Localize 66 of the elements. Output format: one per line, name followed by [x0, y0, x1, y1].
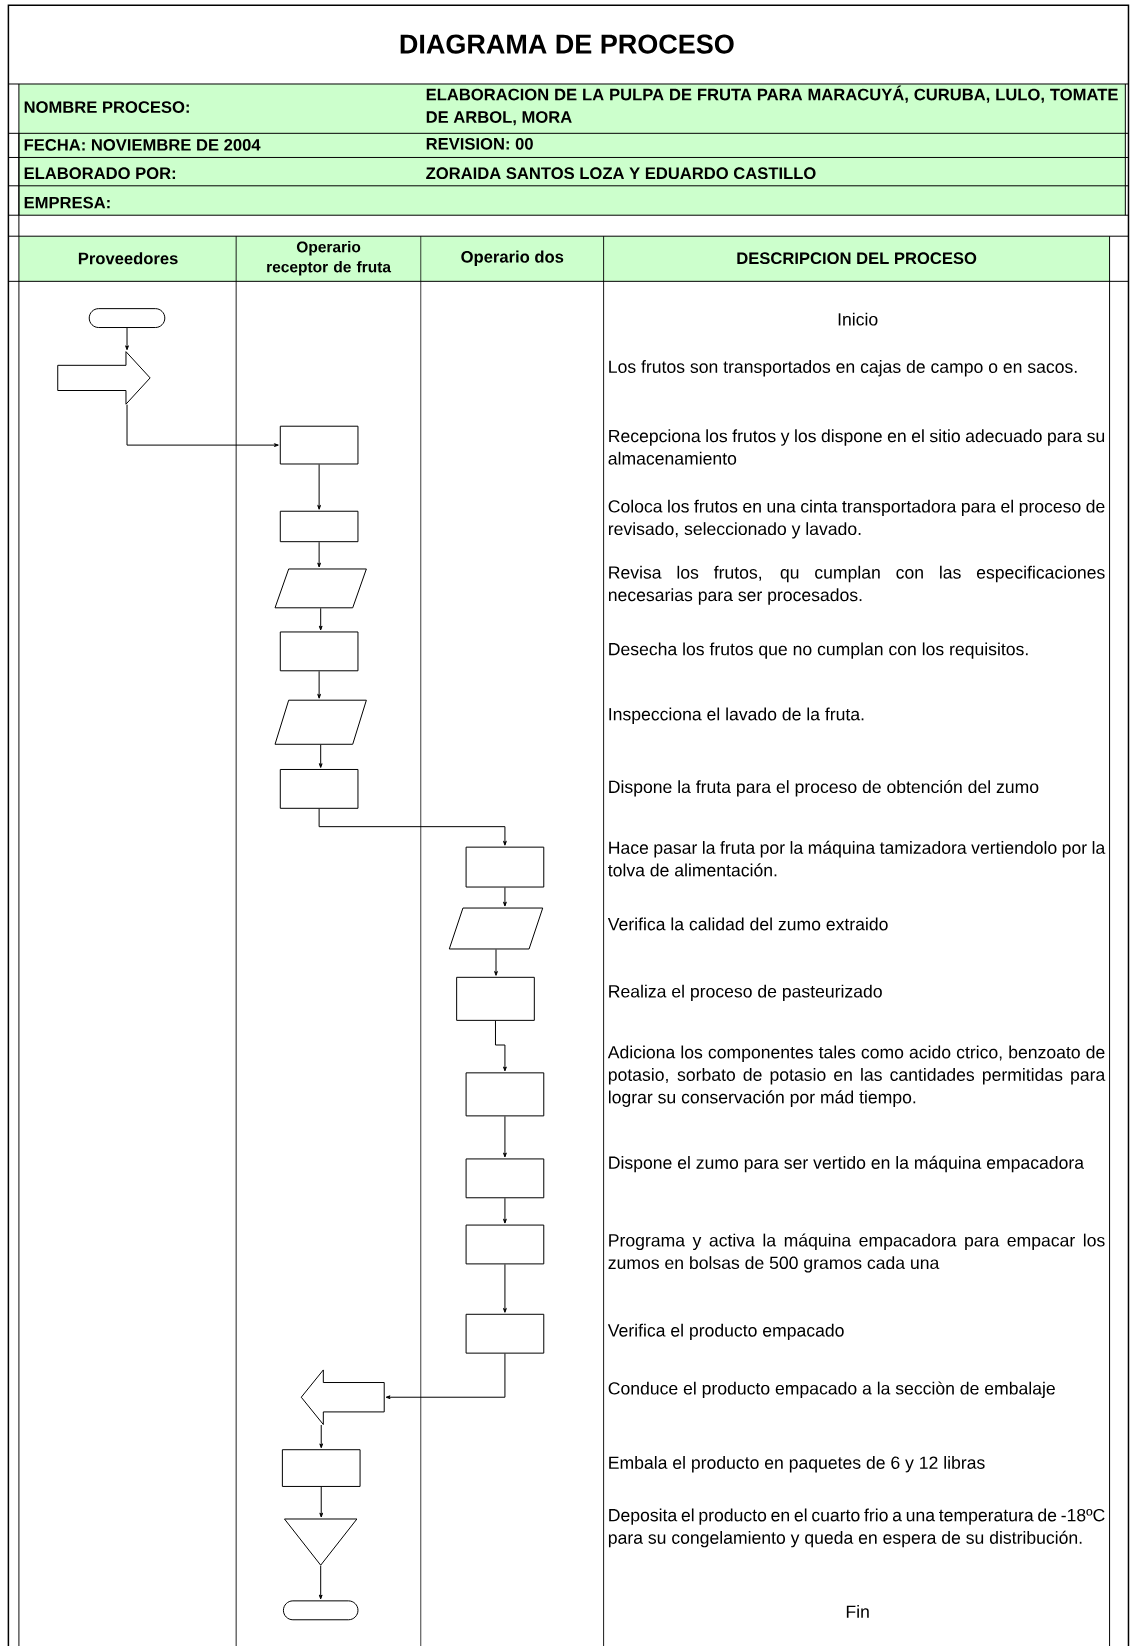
arrow [125, 327, 130, 351]
header-label: ELABORADO POR: [24, 167, 176, 180]
process-box [279, 768, 359, 809]
description-text: Verifica el producto empacado [608, 1323, 844, 1341]
process-box [465, 846, 545, 888]
description-text: Desecha los frutos que no cumplan con los requisitos. [609, 642, 1028, 659]
description-text: Revisa los frutos, qu cumplan con las especificaciones necesarias para ser procesados. [609, 565, 1105, 605]
arrow [317, 464, 322, 510]
block-arrow [57, 351, 151, 405]
arrow [317, 670, 322, 699]
description-text: Adiciona los componentes tales como acido ctrico, benzoato de potasio, sorbato de potasio en las cantidades permitidas para lograr su conservación por mád tiempo. [607, 1045, 1106, 1107]
arrow [495, 1020, 507, 1072]
description-text: Deposita el producto en el cuarto frio a una temperatura de -18ºC para su congelamiento y queda en espera de su distribución. [609, 1508, 1105, 1548]
arrow [126, 404, 279, 447]
header-label: NOMBRE PROCESO: [24, 101, 189, 113]
header-value: ZORAIDA SANTOS LOZA Y EDUARDO CASTILLO [426, 167, 816, 180]
header-label: FECHA: NOVIEMBRE DE 2004 [24, 139, 261, 151]
process-box [465, 1072, 545, 1117]
storage-triangle [284, 1518, 358, 1566]
arrow [318, 1565, 323, 1600]
description-text: Hace pasar la fruta por la máquina tamizadora vertiendolo por la tolva de alimentación. [608, 840, 1106, 877]
data-parallelogram [448, 907, 544, 950]
process-box [465, 1224, 545, 1265]
title: DIAGRAMA DE PROCESO [400, 34, 734, 54]
description-text: Recepciona los frutos y los dispone en el sitio adecuado para su almacenamiento [608, 429, 1105, 465]
arrow [319, 1424, 324, 1449]
column-header: Operario dos [461, 250, 564, 266]
block-arrow [300, 1369, 385, 1425]
arrow [318, 808, 507, 846]
header-value: ELABORACION DE LA PULPA DE FRUTA PARA MARACUYÁ, CURUBA, LULO, TOMATE DE ARBOL, MORA [426, 85, 1118, 126]
description-text: Coloca los frutos en una cinta transportadora para el proceso de revisado, seleccionado y lavado. [608, 499, 1105, 539]
arrow [503, 1263, 507, 1313]
process-box [279, 631, 359, 672]
arrow [318, 607, 323, 631]
arrow [318, 744, 323, 768]
description-text: Embala el producto en paquetes de 6 y 12 libras [609, 1456, 985, 1473]
description-text: Programa y activa la máquina empacadora para empacar los zumos en bolsas de 500 gramos cada una [608, 1233, 1105, 1273]
column-header: Proveedores [79, 252, 178, 265]
header-label: EMPRESA: [24, 196, 110, 209]
description-text: Fin [847, 1605, 869, 1618]
description-text: Dispone la fruta para el proceso de obtención del zumo [609, 779, 1039, 797]
arrow [503, 887, 507, 907]
header-value: REVISION: 00 [426, 137, 533, 150]
process-box [279, 510, 359, 543]
description-text: Dispone el zumo para ser vertido en la máquina empacadora [609, 1155, 1085, 1173]
process-box [456, 976, 535, 1021]
arrow [503, 1197, 507, 1224]
description-text: Inicio [838, 312, 878, 326]
process-box [465, 1313, 545, 1354]
description-text: Conduce el producto empacado a la secciòn de embalaje [608, 1381, 1056, 1399]
arrow [385, 1353, 506, 1400]
arrow [319, 1486, 324, 1518]
data-parallelogram [274, 568, 367, 609]
arrow [503, 1115, 507, 1158]
data-parallelogram [274, 699, 367, 745]
process-box [282, 1449, 361, 1487]
description-text: Verifica la calidad del zumo extraido [608, 917, 888, 931]
arrow [317, 541, 322, 568]
process-box [279, 425, 359, 465]
description-text: Inspecciona el lavado de la fruta. [609, 707, 864, 724]
arrow [494, 949, 499, 976]
column-header: DESCRIPCION DEL PROCESO [737, 252, 977, 265]
process-box [465, 1158, 545, 1199]
column-header: Operario receptor de fruta [267, 241, 392, 276]
description-text: Realiza el proceso de pasteurizado [609, 984, 882, 1002]
description-text: Los frutos son transportados en cajas de campo o en sacos. [609, 360, 1077, 377]
